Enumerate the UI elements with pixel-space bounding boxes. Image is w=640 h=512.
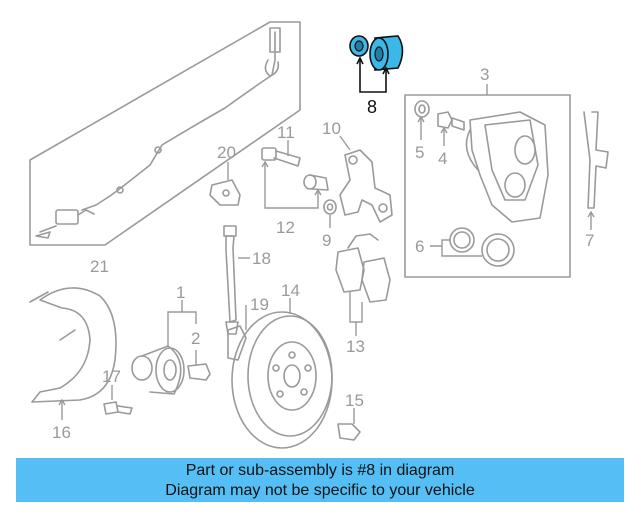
- info-banner: Part or sub-assembly is #8 in diagram Di…: [16, 458, 624, 502]
- part-11-12-guide-pins: [261, 140, 329, 209]
- banner-line-1: Part or sub-assembly is #8 in diagram: [185, 462, 455, 479]
- callout-8: 8: [367, 97, 377, 117]
- part-17-bolt: [103, 385, 133, 415]
- parts-diagram: 3 5 4 6 7 8 10 11 12 9 20 21 18 1 14 19 …: [29, 21, 609, 449]
- part-13-brake-pads: [335, 233, 391, 336]
- part-1-2-hub: [131, 300, 211, 395]
- callout-labels: 3 5 4 6 7 8 10 11 12 9 20 21 18 1 14 19 …: [52, 65, 594, 442]
- callout-15: 15: [345, 391, 364, 410]
- callout-17: 17: [102, 367, 121, 386]
- part-20-clip: [209, 162, 241, 206]
- callout-18: 18: [252, 249, 271, 268]
- part-14-brake-disc: [231, 298, 333, 449]
- callout-14: 14: [281, 281, 300, 300]
- part-9-washer: [323, 199, 337, 228]
- callout-10: 10: [322, 119, 341, 138]
- callout-7: 7: [585, 231, 594, 250]
- callout-11: 11: [277, 123, 295, 142]
- callout-2: 2: [191, 329, 200, 348]
- callout-20: 20: [217, 143, 236, 162]
- part-21-sensor-wire-box: [29, 21, 301, 246]
- callout-9: 9: [322, 231, 331, 250]
- callout-16: 16: [52, 423, 71, 442]
- callout-19: 19: [250, 295, 269, 314]
- callout-6: 6: [415, 237, 424, 256]
- part-16-splash-shield: [29, 287, 117, 420]
- part-3-caliper-box: [404, 84, 571, 278]
- part-8-guide-bushings[interactable]: [349, 35, 404, 93]
- banner-line-2: Diagram may not be specific to your vehi…: [165, 482, 475, 499]
- part-15-bolt: [337, 408, 361, 441]
- part-10-bracket: [339, 135, 393, 223]
- callout-1: 1: [176, 283, 185, 302]
- callout-5: 5: [415, 143, 424, 162]
- part-8-large-bushing: [369, 35, 404, 71]
- callout-13: 13: [346, 337, 365, 356]
- part-8-small-bushing: [349, 35, 369, 57]
- callout-4: 4: [438, 149, 447, 168]
- part-7-spring: [583, 111, 609, 230]
- part-19-bracket: [227, 305, 247, 361]
- callout-12: 12: [276, 218, 295, 237]
- callout-3: 3: [480, 65, 489, 84]
- callout-21: 21: [90, 257, 109, 276]
